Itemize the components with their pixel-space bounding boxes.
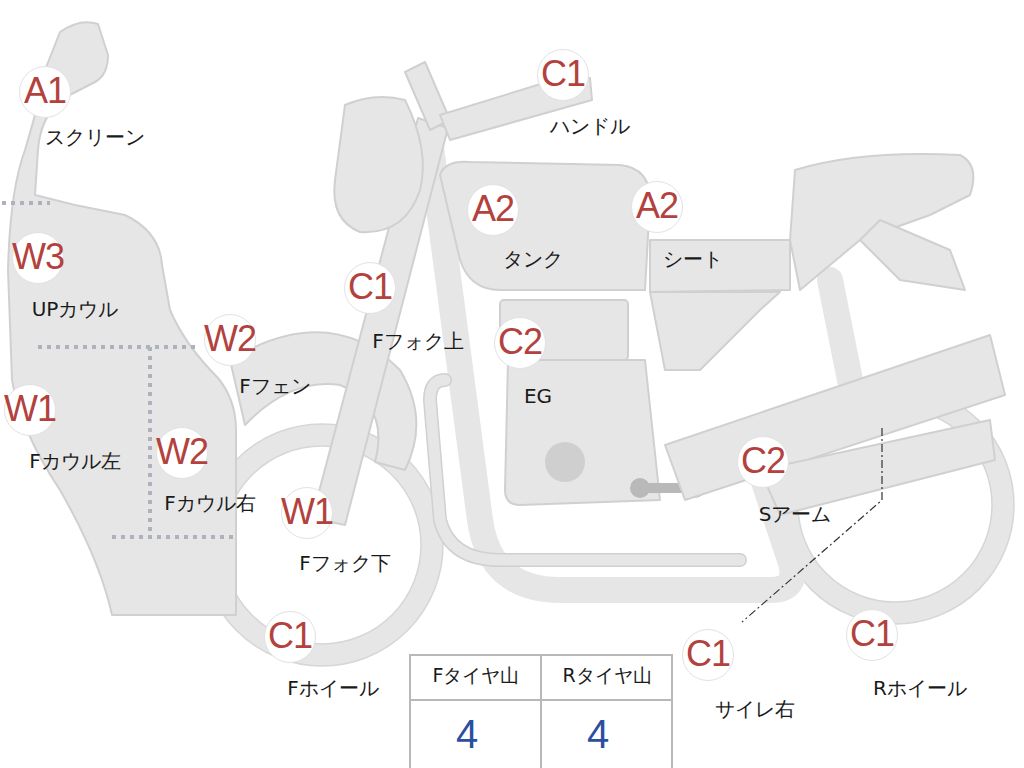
callout-code: W3: [12, 239, 64, 275]
tank: [440, 162, 650, 290]
part-name: ハンドル: [550, 115, 630, 137]
part-name: サイレ右: [715, 698, 795, 720]
part-name: シート: [663, 248, 723, 270]
part-name: UPカウル: [32, 298, 119, 320]
callout-code: C1: [686, 636, 730, 672]
engine: [505, 360, 660, 505]
callout-code: W1: [4, 391, 56, 427]
cowl: [8, 22, 236, 615]
part-name: Rホイール: [873, 677, 967, 699]
callout-code: W2: [204, 321, 256, 357]
callout-code: C1: [541, 56, 585, 92]
table-header: Fタイヤ山: [433, 663, 520, 689]
table-value: 4: [587, 712, 609, 757]
callout-code: A2: [636, 188, 678, 224]
callout-code: C1: [850, 616, 894, 652]
callout-code: W2: [156, 434, 208, 470]
part-name: Fフォク下: [299, 552, 391, 574]
part-name: Fホイール: [287, 677, 379, 699]
part-name: Fフォク上: [372, 330, 464, 352]
callout-code: A1: [24, 73, 66, 109]
callout-code: C2: [498, 324, 542, 360]
part-name: タンク: [503, 248, 563, 270]
headlight: [334, 97, 423, 232]
part-name: スクリーン: [45, 126, 145, 148]
part-name: Sアーム: [759, 503, 832, 525]
part-name: Fカウル左: [29, 450, 121, 472]
frame: [430, 140, 793, 590]
tail: [790, 154, 973, 290]
table-header: Rタイヤ山: [562, 663, 651, 689]
callout-code: C1: [348, 269, 392, 305]
table-value: 4: [456, 712, 478, 757]
tread-table: [410, 655, 672, 768]
part-name: EG: [524, 385, 552, 407]
callout-code: C1: [268, 618, 312, 654]
callout-code: C2: [741, 443, 785, 479]
seat: [650, 240, 790, 292]
part-name: Fカウル右: [164, 492, 256, 514]
callout-code: W1: [281, 494, 333, 530]
part-name: Fフェン: [239, 375, 311, 397]
callout-code: A2: [472, 191, 514, 227]
